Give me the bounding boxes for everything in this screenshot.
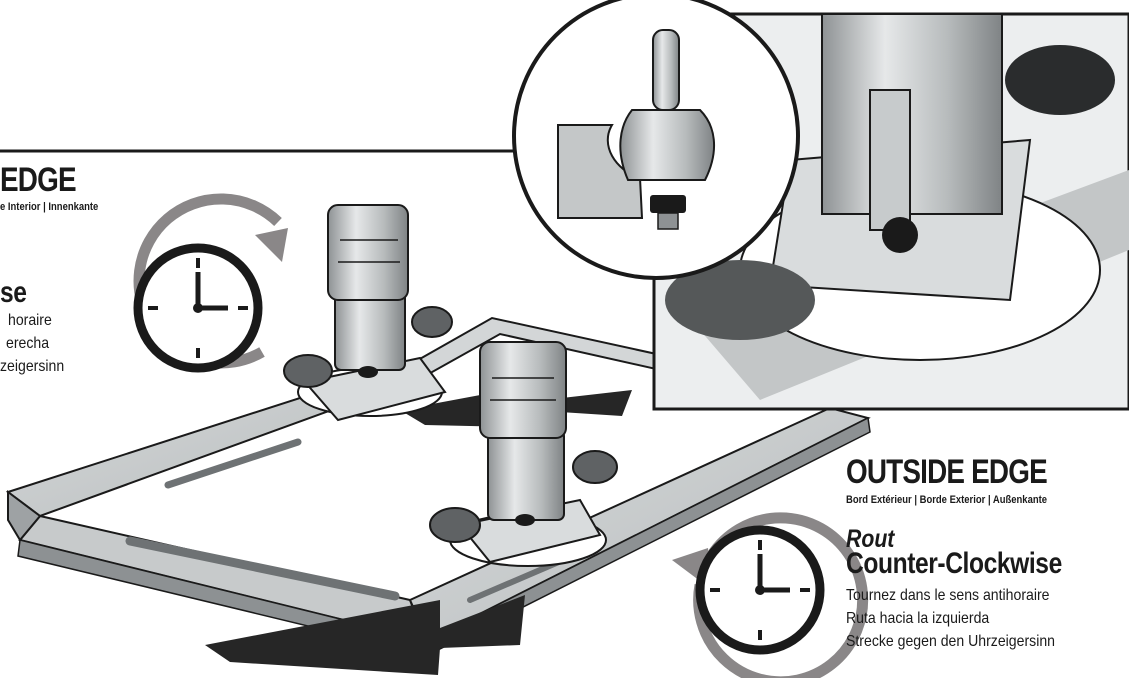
rotation-arrow-icon bbox=[693, 512, 869, 678]
counter-clockwise-clock bbox=[672, 512, 869, 678]
inside-edge-direction: se bbox=[0, 276, 27, 309]
outside-edge-subtitle: Bord Extérieur | Borde Exterior | Außenk… bbox=[846, 494, 1048, 506]
clock-icon bbox=[133, 243, 263, 373]
outside-edge-rout: Rout bbox=[846, 525, 895, 553]
inside-edge-heading: EDGE bbox=[0, 161, 77, 199]
router-icon bbox=[283, 204, 453, 422]
outside-edge-lang-es: Ruta hacia la izquierda bbox=[846, 610, 990, 627]
clock-icon bbox=[695, 525, 825, 655]
direction-arrow-icon bbox=[205, 595, 525, 675]
clockwise-clock bbox=[133, 193, 288, 373]
outside-edge-direction: Counter-Clockwise bbox=[846, 547, 1062, 580]
rotation-arrow-icon bbox=[255, 228, 288, 262]
outside-edge-lang-fr: Tournez dans le sens antihoraire bbox=[846, 587, 1050, 604]
inside-edge-lang-es: erecha bbox=[6, 335, 50, 352]
routed-groove bbox=[125, 536, 400, 601]
inside-edge-lang-fr: horaire bbox=[8, 312, 52, 329]
outside-edge-heading: OUTSIDE EDGE bbox=[846, 453, 1048, 491]
router-icon bbox=[429, 341, 618, 567]
inside-edge-lang-de: zeigersinn bbox=[0, 358, 65, 375]
router-bit-icon bbox=[512, 0, 800, 280]
wood-frame bbox=[5, 316, 880, 656]
outside-edge-lang-de: Strecke gegen den Uhrzeigersinn bbox=[846, 633, 1055, 650]
inside-edge-subtitle: e Interior | Innenkante bbox=[0, 201, 99, 213]
